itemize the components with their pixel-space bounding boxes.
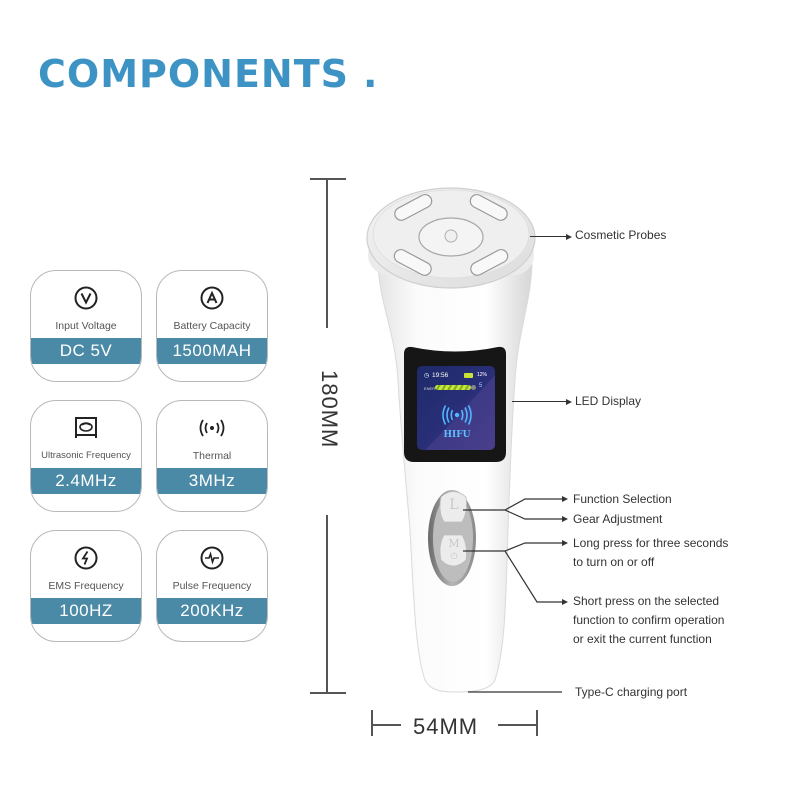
hifu-waves-icon	[422, 405, 492, 430]
height-dim-line-bottom	[326, 515, 328, 693]
display-time: 19:56	[432, 372, 449, 379]
spec-value: 2.4MHz	[31, 468, 141, 494]
width-dim-line-left	[373, 724, 401, 726]
leader-line-led	[512, 401, 566, 403]
callout-gear-adjustment: Gear Adjustment	[573, 512, 663, 526]
clock-icon: ◷	[424, 373, 430, 379]
button-m[interactable]: M	[448, 537, 460, 550]
spec-card-thermal: Thermal 3MHz	[156, 400, 268, 512]
height-dim-top-cap	[310, 178, 346, 180]
led-display-screen: ◷ 19:56 12% ENER 5 HIFU	[422, 370, 492, 448]
callout-type-c-port: Type-C charging port	[575, 685, 688, 699]
spec-card-input-voltage: Input Voltage DC 5V	[30, 270, 142, 382]
spec-card-battery-capacity: Battery Capacity 1500MAH	[156, 270, 268, 382]
height-dim-line-top	[326, 178, 328, 328]
title-text: COMPONENTS	[38, 52, 350, 96]
width-dim-right-cap	[536, 710, 538, 736]
callout-long-press-line2: to turn on or off	[573, 555, 655, 569]
arrow-icon	[566, 398, 572, 405]
display-mode: HIFU	[443, 430, 471, 440]
spec-card-ultrasonic-frequency: Ultrasonic Frequency 2.4MHz	[30, 400, 142, 512]
display-level-label: ENER	[424, 386, 436, 391]
spec-value: 200KHz	[157, 598, 267, 624]
spec-label: EMS Frequency	[48, 580, 124, 592]
volt-circle-icon	[31, 285, 141, 311]
energy-level-bar	[435, 385, 471, 390]
width-dimension-label: 54MM	[413, 714, 479, 739]
width-dim-line-right	[498, 724, 536, 726]
page-title: COMPONENTS.	[38, 52, 378, 96]
lightning-bolt-icon	[31, 545, 141, 571]
spec-card-ems-frequency: EMS Frequency 100HZ	[30, 530, 142, 642]
width-dim-left-cap	[371, 710, 373, 736]
callout-cosmetic-probes: Cosmetic Probes	[575, 228, 667, 242]
spec-value: 1500MAH	[157, 338, 267, 364]
button-l[interactable]: L	[449, 497, 459, 513]
battery-icon	[464, 373, 473, 378]
spec-value: 100HZ	[31, 598, 141, 624]
arrow-icon	[566, 233, 572, 240]
display-battery: 12%	[477, 372, 488, 378]
height-dim-bottom-cap	[310, 692, 346, 694]
power-icon: ⏻	[450, 551, 458, 561]
callout-led-display: LED Display	[575, 394, 642, 408]
display-level: 5	[479, 383, 483, 389]
amp-circle-icon	[157, 285, 267, 311]
pulse-wave-icon	[157, 545, 267, 571]
callout-short-press-line1: Short press on the selected	[573, 594, 720, 608]
spec-label: Input Voltage	[55, 320, 117, 332]
ultrasound-monitor-icon	[31, 415, 141, 441]
spec-label: Ultrasonic Frequency	[41, 450, 131, 461]
callout-short-press-line3: or exit the current function	[573, 632, 712, 646]
energy-bar-remaining	[471, 385, 476, 390]
callout-short-press-line2: function to confirm operation	[573, 613, 725, 627]
callout-long-press-line1: Long press for three seconds	[573, 536, 729, 550]
callout-function-selection: Function Selection	[573, 492, 672, 506]
radiating-waves-icon	[157, 415, 267, 441]
spec-label: Pulse Frequency	[172, 580, 252, 592]
spec-label: Battery Capacity	[173, 320, 251, 332]
spec-label: Thermal	[192, 450, 232, 462]
spec-card-pulse-frequency: Pulse Frequency 200KHz	[156, 530, 268, 642]
spec-value: 3MHz	[157, 468, 267, 494]
title-dot: .	[363, 52, 379, 96]
spec-value: DC 5V	[31, 338, 141, 364]
leader-line-probes	[530, 236, 566, 238]
